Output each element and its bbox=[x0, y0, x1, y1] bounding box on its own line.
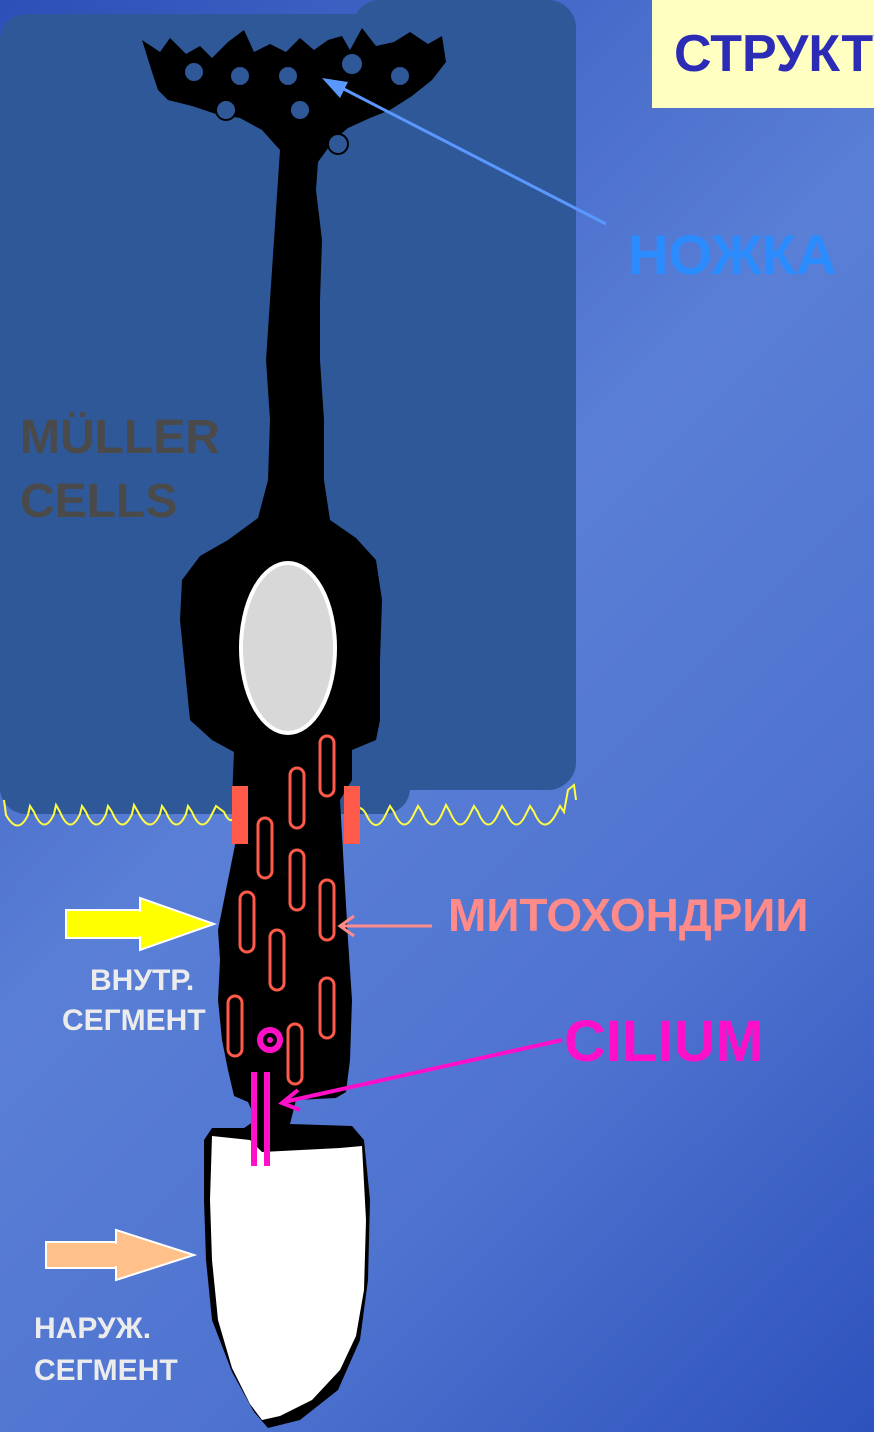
muller-label-line2: CELLS bbox=[20, 474, 177, 529]
inner-segment-label-line1: ВНУТР. bbox=[90, 964, 194, 998]
inner-segment-label-line2: СЕГМЕНТ bbox=[62, 1004, 218, 1038]
nucleus bbox=[241, 563, 335, 733]
junction-right bbox=[344, 786, 360, 844]
outer-segment-arrow bbox=[46, 1230, 194, 1280]
outer-segment-label-line1: НАРУЖ. bbox=[34, 1312, 151, 1346]
junction-left bbox=[232, 786, 248, 844]
muller-label-line1: MÜLLER bbox=[20, 410, 220, 465]
outer-segment-label-line2: СЕГМЕНТ bbox=[34, 1354, 178, 1388]
page-title: СТРУКТУРА bbox=[674, 24, 874, 84]
title-box: СТРУКТУРА bbox=[652, 0, 874, 108]
inner-segment-arrow bbox=[66, 898, 214, 950]
cilium-label: CILIUM bbox=[564, 1008, 764, 1075]
mitochondria-label: МИТОХОНДРИИ bbox=[448, 888, 808, 942]
foot-label: НОЖКА bbox=[628, 222, 837, 287]
